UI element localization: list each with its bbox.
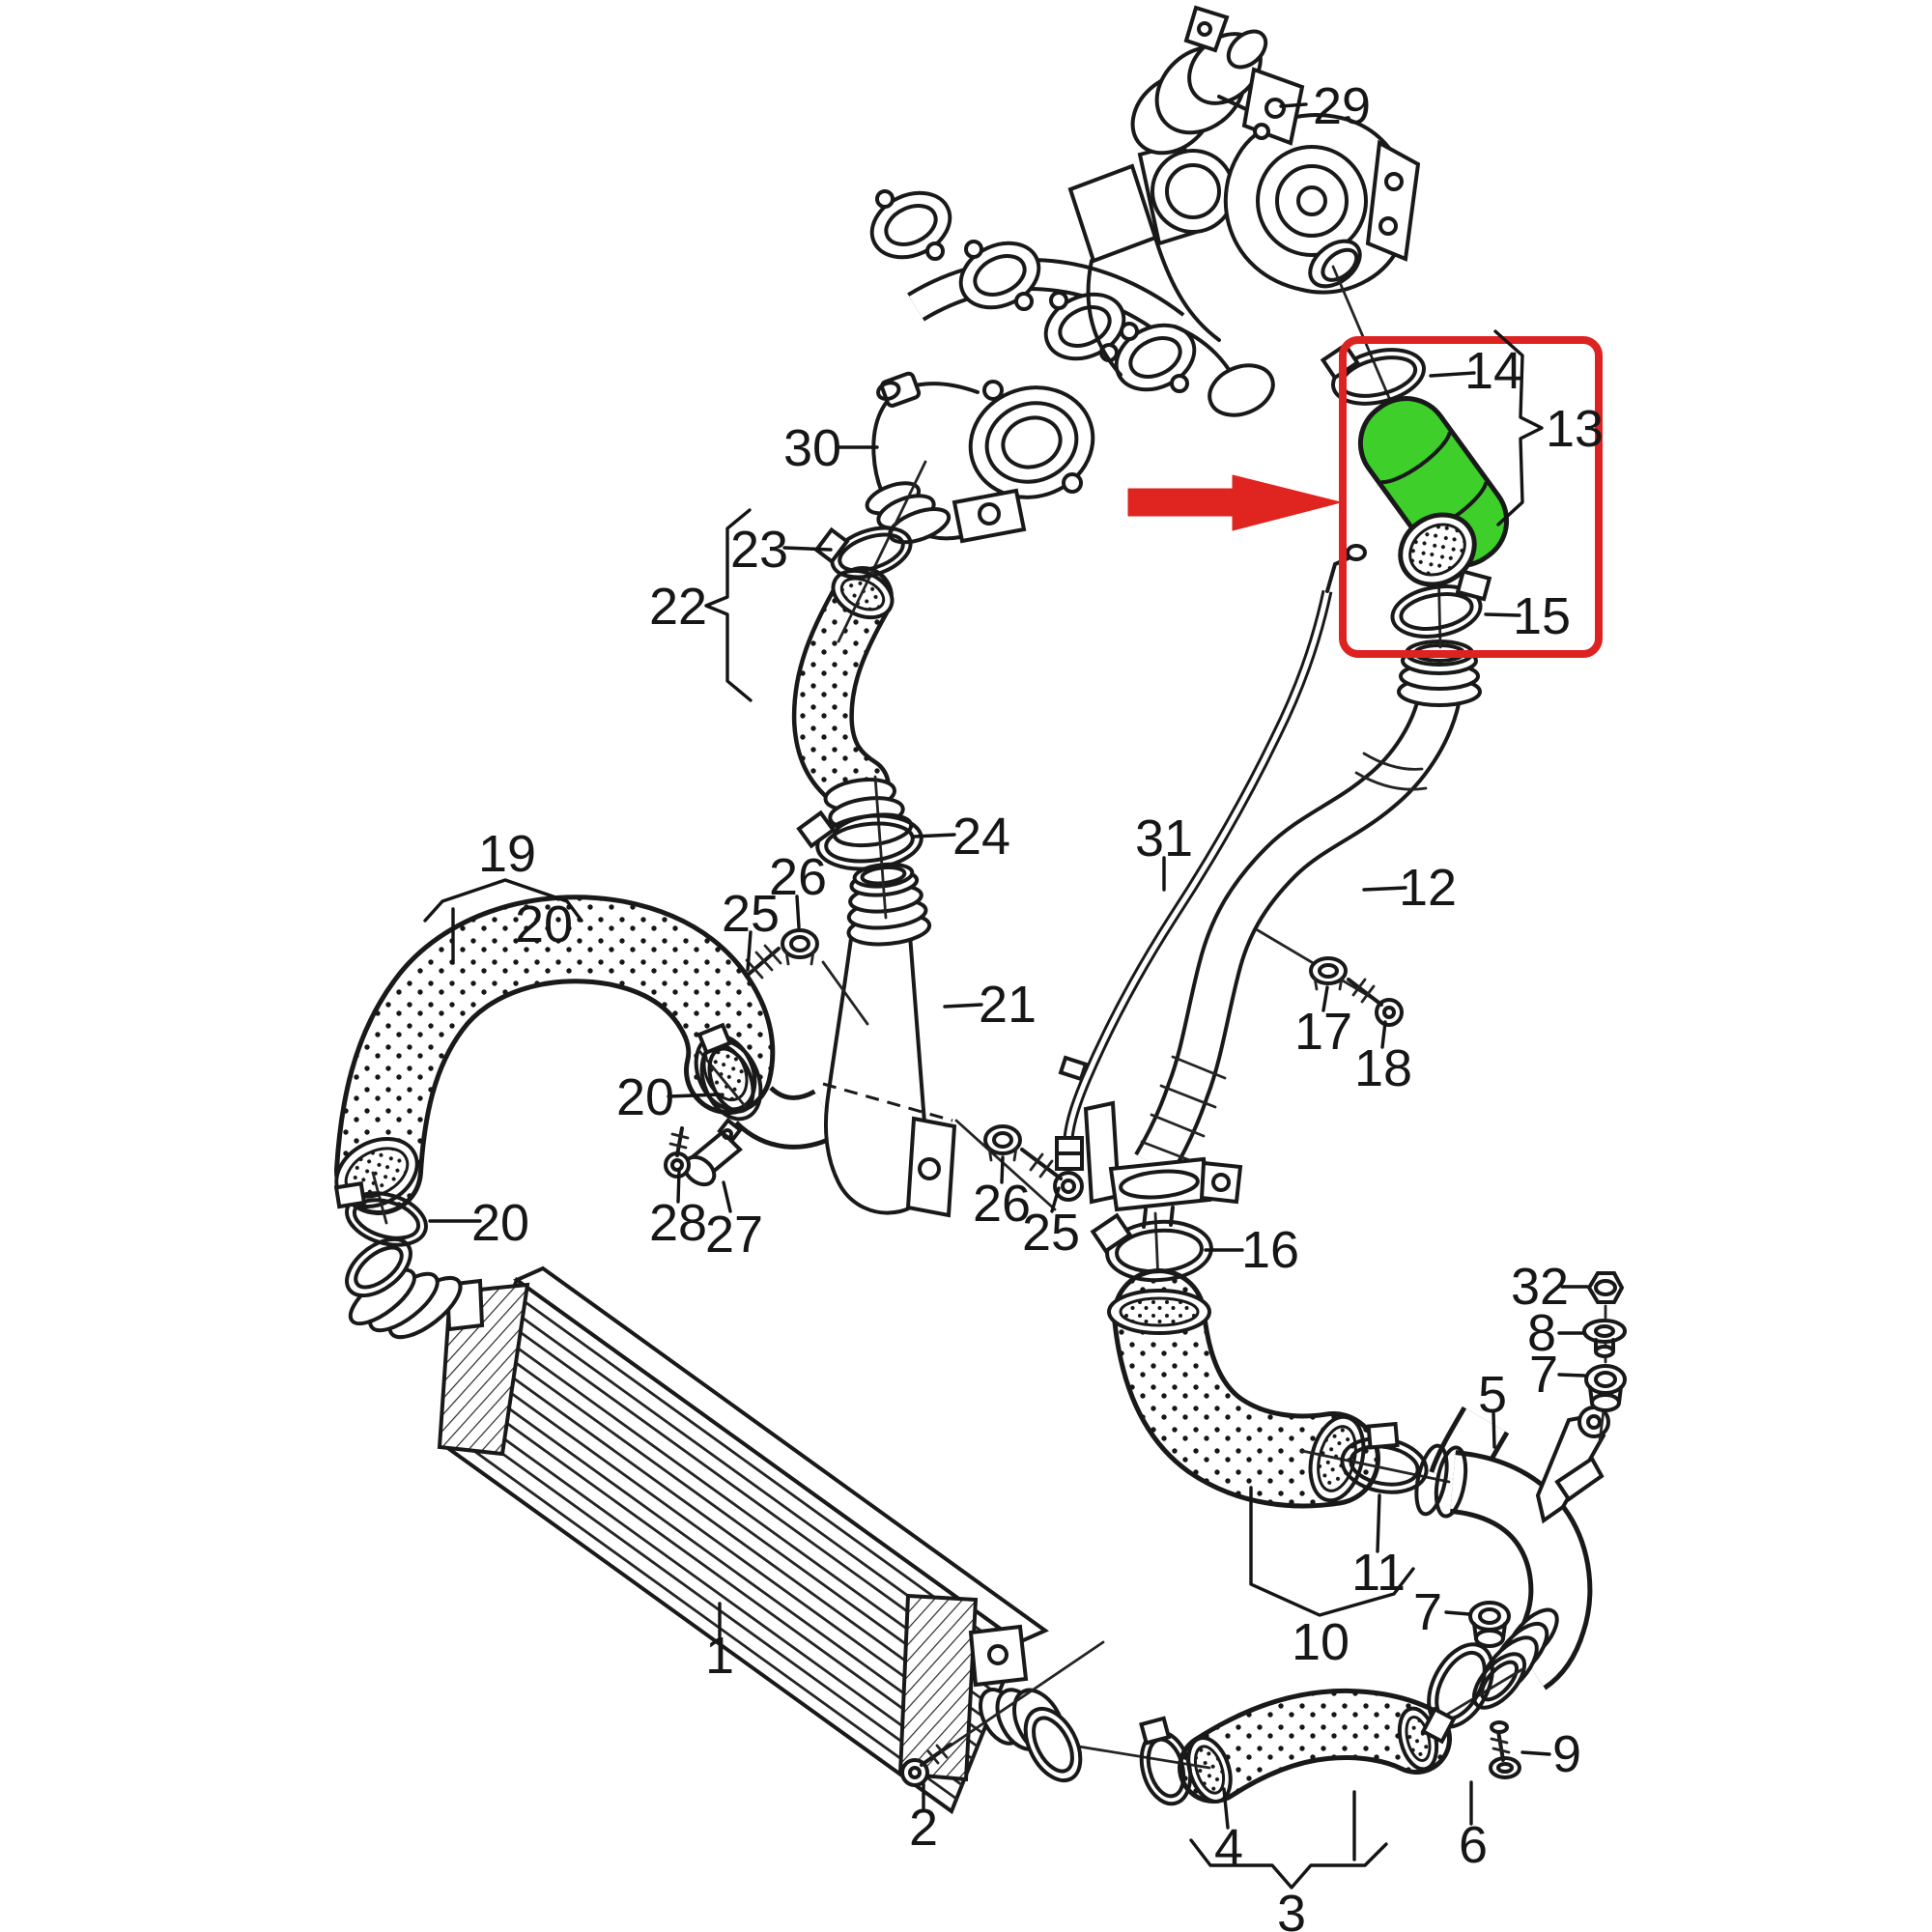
nut-32 <box>1586 1271 1625 1304</box>
callout-1: 1 <box>705 1627 734 1685</box>
highlight-arrow <box>1127 474 1342 531</box>
callout-15: 15 <box>1513 587 1571 645</box>
charge-pipe-21 <box>734 862 957 1218</box>
callout-8: 8 <box>1527 1304 1556 1362</box>
screw-28 <box>664 1126 691 1179</box>
callout-20a: 20 <box>515 895 573 953</box>
callout-4: 4 <box>1214 1819 1243 1877</box>
grommet-26-lower <box>983 1124 1022 1162</box>
callout-22: 22 <box>649 578 707 636</box>
callout-10: 10 <box>1292 1613 1350 1671</box>
clamp-6 <box>1420 1642 1494 1745</box>
callout-18: 18 <box>1354 1039 1412 1097</box>
vacuum-pipe-31 <box>1055 544 1367 1171</box>
turbocharger <box>1067 5 1421 377</box>
callout-24: 24 <box>952 808 1010 866</box>
clamp-20-right <box>696 1022 763 1122</box>
intercooler-hose-19 <box>334 895 776 1215</box>
clamp-16 <box>1090 1212 1213 1283</box>
callout-17: 17 <box>1294 1003 1352 1061</box>
callout-11: 11 <box>1351 1544 1406 1602</box>
callout-9: 9 <box>1552 1725 1581 1783</box>
screw-2 <box>900 1640 1105 1787</box>
callout-19: 19 <box>478 825 536 883</box>
callout-27: 27 <box>705 1206 763 1264</box>
callout-31: 31 <box>1135 810 1193 867</box>
callout-labels: 29 30 23 22 19 20 20 20 24 21 26 25 26 2… <box>471 77 1604 1932</box>
clamp-11 <box>1340 1421 1429 1494</box>
callout-30: 30 <box>783 419 841 477</box>
callout-21: 21 <box>979 976 1037 1034</box>
intercooler-hose-10 <box>1107 1268 1380 1509</box>
callout-3: 3 <box>1277 1885 1306 1932</box>
washer-8 <box>1582 1319 1627 1358</box>
highlight-box <box>1339 336 1603 658</box>
callout-2: 2 <box>909 1799 938 1857</box>
callout-14: 14 <box>1464 342 1522 400</box>
intercooler <box>345 1236 1083 1815</box>
mounting-stack <box>1582 1271 1627 1443</box>
callout-25a: 25 <box>722 885 780 943</box>
callout-16: 16 <box>1241 1221 1299 1279</box>
callout-20c: 20 <box>471 1194 529 1252</box>
throttle-body <box>865 371 1095 545</box>
callout-13: 13 <box>1546 400 1604 458</box>
callout-29: 29 <box>1313 77 1371 135</box>
grommet-26-upper <box>781 928 819 966</box>
grommet-17 <box>1309 956 1348 991</box>
clamp-23 <box>813 526 913 580</box>
clamp-20-left <box>333 1180 428 1247</box>
screw-9 <box>1489 1720 1521 1779</box>
callout-23: 23 <box>730 521 788 579</box>
clamp-4 <box>1139 1716 1193 1806</box>
callout-6: 6 <box>1459 1816 1488 1874</box>
clamp-15 <box>1390 569 1492 639</box>
callout-32: 32 <box>1511 1258 1569 1316</box>
grommet-7-upper <box>1584 1364 1627 1412</box>
grommet-7-lower <box>1468 1601 1511 1648</box>
callout-26b: 26 <box>973 1175 1031 1233</box>
highlighted-hose-13 <box>1357 396 1510 587</box>
callout-leaders <box>423 102 1589 1889</box>
callout-5: 5 <box>1478 1366 1507 1424</box>
callout-28: 28 <box>649 1194 707 1252</box>
screw-18 <box>1347 978 1404 1027</box>
connector-pipe-5 <box>1414 1406 1610 1710</box>
boost-sensor-27 <box>682 1117 744 1187</box>
callout-20b: 20 <box>616 1068 674 1126</box>
exhaust-manifold <box>869 189 1275 417</box>
charge-hose-22 <box>791 566 914 848</box>
screw-25-lower <box>1020 1148 1084 1202</box>
callout-12: 12 <box>1399 859 1457 917</box>
callout-7a: 7 <box>1529 1346 1558 1404</box>
callout-26a: 26 <box>769 848 827 906</box>
wastegate-actuator <box>1130 5 1305 156</box>
callout-25b: 25 <box>1022 1204 1080 1262</box>
intercooler-hose-3 <box>1178 1688 1452 1804</box>
callout-7b: 7 <box>1413 1583 1442 1641</box>
